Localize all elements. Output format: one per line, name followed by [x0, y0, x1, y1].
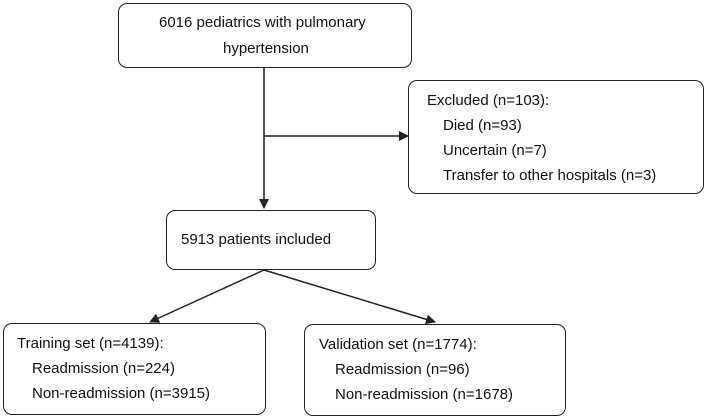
- population-box: 6016 pediatrics with pulmonary hypertens…: [118, 3, 412, 68]
- arrow-included-to-training: [149, 269, 265, 323]
- validation-item-non-readmission: Non-readmission (n=1678): [335, 386, 514, 403]
- population-line-2: hypertension: [223, 40, 309, 57]
- training-title: Training set (n=4139):: [17, 335, 164, 352]
- training-item-non-readmission: Non-readmission (n=3915): [32, 385, 211, 402]
- excluded-item-uncertain: Uncertain (n=7): [443, 142, 547, 159]
- population-line-1: 6016 pediatrics with pulmonary: [159, 14, 366, 31]
- arrow-included-to-validation: [263, 269, 436, 325]
- included-box: 5913 patients included: [166, 210, 376, 270]
- training-item-readmission: Readmission (n=224): [32, 360, 175, 377]
- training-box: Training set (n=4139): Readmission (n=22…: [3, 323, 266, 415]
- validation-title: Validation set (n=1774):: [319, 336, 477, 353]
- validation-box: Validation set (n=1774): Readmission (n=…: [304, 324, 566, 416]
- excluded-item-died: Died (n=93): [443, 117, 522, 134]
- excluded-title: Excluded (n=103):: [427, 92, 550, 109]
- excluded-box: Excluded (n=103): Died (n=93) Uncertain …: [408, 80, 704, 194]
- excluded-item-transfer: Transfer to other hospitals (n=3): [443, 167, 657, 184]
- validation-item-readmission: Readmission (n=96): [335, 361, 470, 378]
- included-label: 5913 patients included: [181, 231, 332, 248]
